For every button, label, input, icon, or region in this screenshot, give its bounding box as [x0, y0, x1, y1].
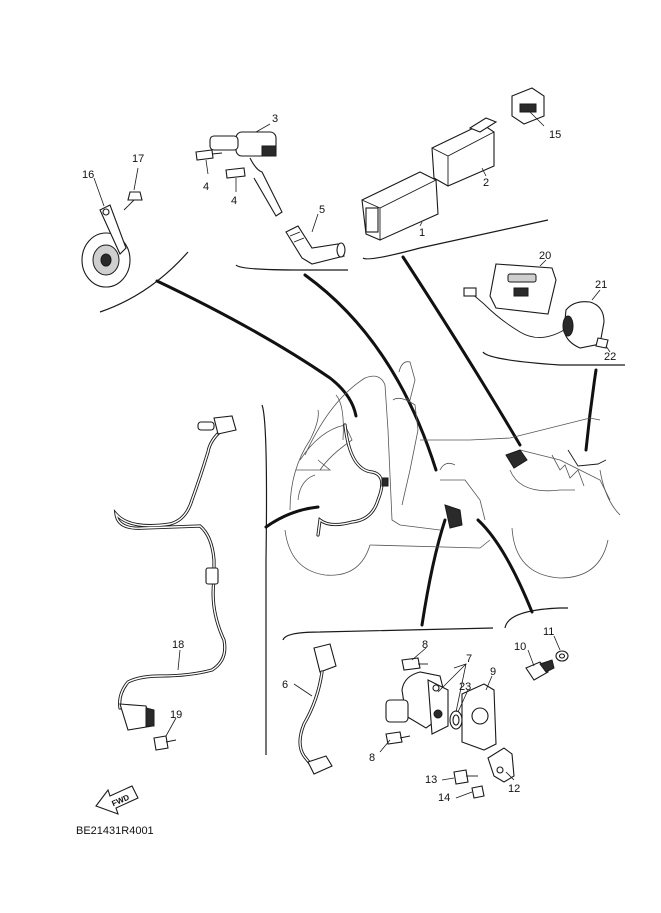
group-frames: [99, 219, 625, 755]
relay-2: [431, 117, 498, 187]
bolt-14: [471, 785, 485, 799]
callout-19: 19: [170, 709, 182, 721]
callout-1: 1: [419, 227, 425, 239]
callout-21: 21: [595, 279, 607, 291]
callout-17: 17: [132, 153, 144, 165]
callout-6: 6: [282, 679, 288, 691]
bolt-13: [453, 769, 478, 785]
callout-7: 7: [466, 653, 472, 665]
diagram-code: BE21431R4001: [76, 825, 154, 837]
callout-labels: 1 2 3 4 4 5 6 7 8 8 9 10 11 12 13 14 15 …: [82, 113, 616, 804]
callout-5: 5: [319, 204, 325, 216]
sensor-cable-18: [113, 415, 237, 731]
callout-14: 14: [438, 792, 450, 804]
callout-2: 2: [483, 177, 489, 189]
callout-18: 18: [172, 639, 184, 651]
callout-8a: 8: [422, 639, 428, 651]
callout-4b: 4: [231, 195, 237, 207]
leader-lines: [93, 111, 611, 799]
sensor-21: [463, 287, 605, 349]
sensor-6: [298, 643, 337, 775]
group-pointer-lines: [155, 255, 598, 627]
callout-16: 16: [82, 169, 94, 181]
fwd-arrow-icon: FWD: [95, 785, 139, 815]
callout-11: 11: [543, 626, 554, 638]
bracket-12: [487, 747, 515, 783]
horn: [81, 204, 131, 288]
bolt-8a: [401, 657, 428, 671]
callout-15: 15: [549, 129, 561, 141]
sensor-20: [489, 263, 557, 315]
bolt-4a: [195, 149, 223, 161]
bolt-17: [123, 191, 143, 211]
callout-8b: 8: [369, 752, 375, 764]
bolt-8b: [385, 731, 411, 745]
gasket-9: [461, 683, 497, 751]
screw-22: [595, 337, 609, 349]
relay-1: [361, 171, 439, 241]
sensor-10: [525, 659, 555, 681]
callout-10: 10: [514, 641, 526, 653]
callout-22: 22: [604, 351, 616, 363]
idle-control-unit: [385, 671, 449, 735]
callout-4a: 4: [203, 181, 209, 193]
callout-12: 12: [508, 783, 520, 795]
o-ring-23: [449, 710, 463, 730]
spark-plug-cap: [285, 225, 346, 265]
screw-19: [153, 735, 177, 751]
callout-20: 20: [539, 250, 551, 262]
ignition-coil: [209, 131, 283, 217]
callout-9: 9: [490, 666, 496, 678]
washer-11: [555, 650, 569, 662]
harness-on-scooter: [316, 423, 607, 537]
callout-3: 3: [272, 113, 278, 125]
callout-23: 23: [459, 681, 471, 693]
callout-13: 13: [425, 774, 437, 786]
connector-15: [511, 87, 545, 125]
bolt-4b: [225, 167, 246, 179]
scooter-silhouette: [284, 361, 621, 579]
